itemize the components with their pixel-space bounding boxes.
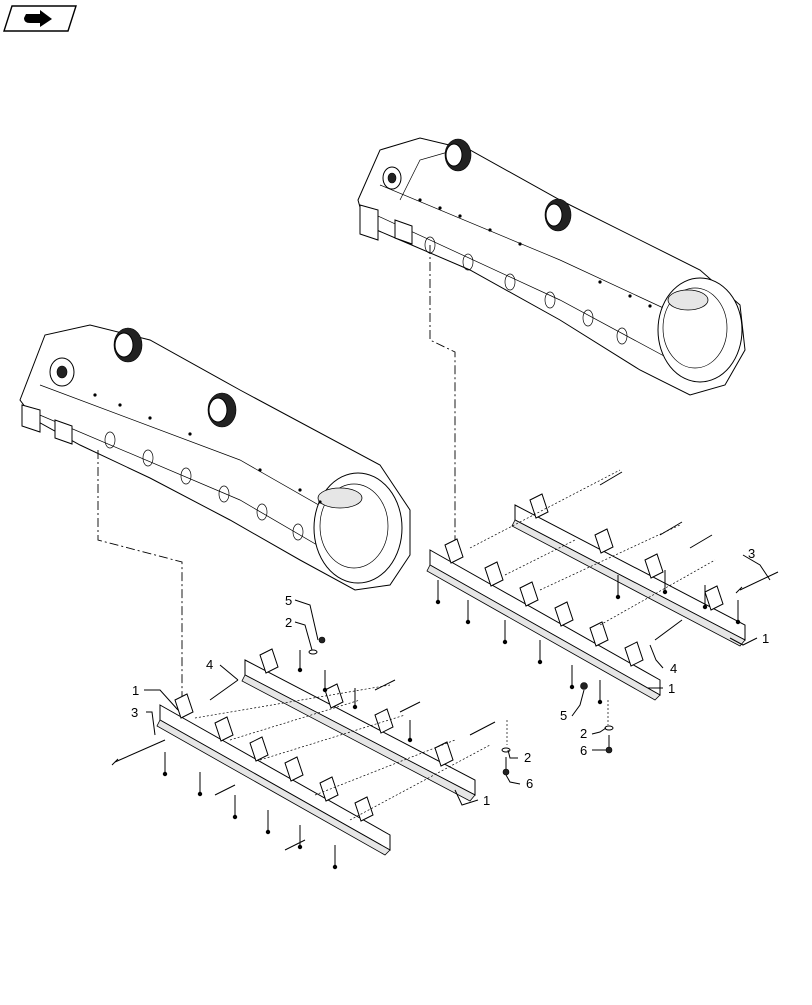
guard-assembly-right bbox=[426, 469, 779, 754]
callout-4-left: 4 bbox=[206, 657, 213, 672]
callout-3-right: 3 bbox=[748, 546, 755, 561]
callout-1-left-lower: 1 bbox=[483, 793, 490, 808]
callout-6-right: 6 bbox=[580, 743, 587, 758]
callout-2-right: 2 bbox=[580, 726, 587, 741]
orientation-arrow-icon[interactable] bbox=[3, 5, 77, 32]
callout-1-right-upper: 1 bbox=[762, 631, 769, 646]
callout-1-left-upper: 1 bbox=[132, 683, 139, 698]
callout-1-right-lower: 1 bbox=[668, 681, 675, 696]
callout-2-left-bottom: 2 bbox=[524, 750, 531, 765]
callout-leaders bbox=[144, 554, 771, 806]
guard-assembly-left bbox=[111, 636, 511, 870]
callout-3-left: 3 bbox=[131, 705, 138, 720]
track-frame-right bbox=[357, 137, 746, 396]
callout-2-left-top: 2 bbox=[285, 615, 292, 630]
callout-4-right: 4 bbox=[670, 661, 677, 676]
callout-6-left: 6 bbox=[526, 776, 533, 791]
track-frame-left bbox=[19, 324, 411, 591]
callout-labels: 1 3 4 5 2 1 2 6 3 1 4 1 5 2 6 bbox=[131, 546, 769, 808]
assembly-leader-lines bbox=[97, 245, 456, 705]
callout-5-right: 5 bbox=[560, 708, 567, 723]
callout-5-left: 5 bbox=[285, 593, 292, 608]
